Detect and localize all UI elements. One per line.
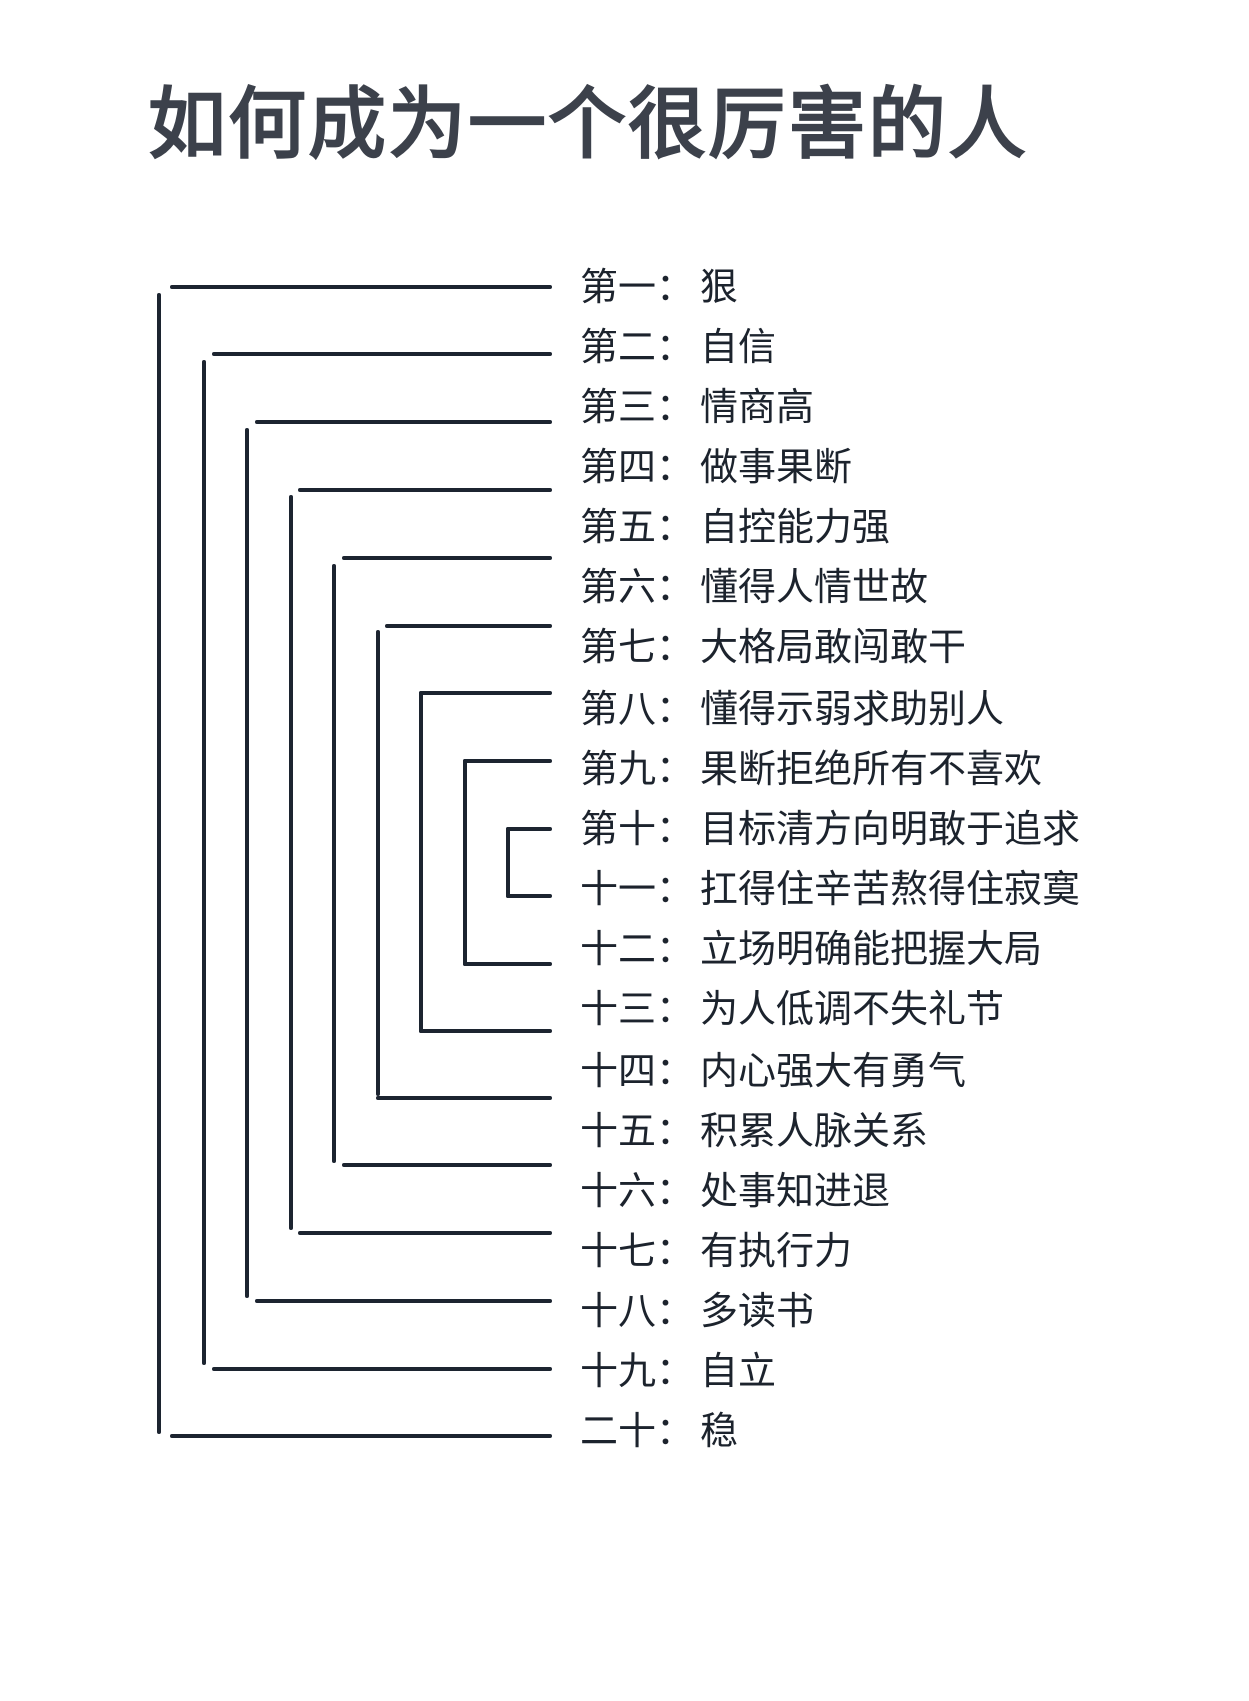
list-item: 十九：自立 bbox=[580, 1342, 777, 1393]
list-item: 第八：懂得示弱求助别人 bbox=[580, 680, 1005, 731]
item-text: 果断拒绝所有不喜欢 bbox=[700, 746, 1043, 791]
list-item: 十六：处事知进退 bbox=[580, 1162, 891, 1213]
item-number: 第九： bbox=[580, 746, 695, 791]
list-item: 二十：稳 bbox=[580, 1402, 739, 1453]
item-number: 第十： bbox=[580, 806, 695, 851]
item-text: 自立 bbox=[700, 1348, 777, 1393]
item-text: 懂得人情世故 bbox=[700, 564, 929, 609]
item-text: 内心强大有勇气 bbox=[700, 1048, 967, 1093]
item-number: 二十： bbox=[580, 1408, 695, 1453]
list-item: 十八：多读书 bbox=[580, 1282, 815, 1333]
item-text: 为人低调不失礼节 bbox=[700, 986, 1005, 1031]
item-text: 处事知进退 bbox=[700, 1168, 891, 1213]
bracket-level-6 bbox=[376, 624, 552, 1100]
item-number: 第二： bbox=[580, 324, 695, 369]
list-item: 十二：立场明确能把握大局 bbox=[580, 920, 1043, 971]
list-item: 十一：扛得住辛苦熬得住寂寞 bbox=[580, 860, 1081, 911]
item-number: 十二： bbox=[580, 926, 695, 971]
bracket-level-1 bbox=[157, 285, 552, 1438]
item-number: 十一： bbox=[580, 866, 695, 911]
item-text: 目标清方向明敢于追求 bbox=[700, 806, 1081, 851]
item-number: 十五： bbox=[580, 1108, 695, 1153]
item-text: 自控能力强 bbox=[700, 504, 891, 549]
list-item: 十三：为人低调不失礼节 bbox=[580, 980, 1005, 1031]
list-item: 十五：积累人脉关系 bbox=[580, 1102, 929, 1153]
item-number: 十八： bbox=[580, 1288, 695, 1333]
item-text: 扛得住辛苦熬得住寂寞 bbox=[700, 866, 1081, 911]
item-number: 十四： bbox=[580, 1048, 695, 1093]
item-text: 稳 bbox=[700, 1408, 739, 1453]
item-number: 十六： bbox=[580, 1168, 695, 1213]
list-item: 第十：目标清方向明敢于追求 bbox=[580, 800, 1081, 851]
list-item: 第四：做事果断 bbox=[580, 438, 853, 489]
item-number: 第三： bbox=[580, 384, 695, 429]
list-item: 第六：懂得人情世故 bbox=[580, 558, 929, 609]
item-number: 十三： bbox=[580, 986, 695, 1031]
item-text: 懂得示弱求助别人 bbox=[700, 686, 1005, 731]
item-text: 自信 bbox=[700, 324, 777, 369]
list-item: 第一：狠 bbox=[580, 258, 739, 309]
item-number: 第六： bbox=[580, 564, 695, 609]
list-item: 第五：自控能力强 bbox=[580, 498, 891, 549]
bracket-level-2 bbox=[202, 352, 552, 1371]
item-number: 第八： bbox=[580, 686, 695, 731]
bracket-level-7 bbox=[419, 691, 552, 1033]
item-number: 第五： bbox=[580, 504, 695, 549]
list-item: 十四：内心强大有勇气 bbox=[580, 1042, 967, 1093]
list-item: 第九：果断拒绝所有不喜欢 bbox=[580, 740, 1043, 791]
item-number: 第四： bbox=[580, 444, 695, 489]
list-item: 第七：大格局敢闯敢干 bbox=[580, 618, 967, 669]
bracket-level-4 bbox=[289, 488, 552, 1235]
item-text: 多读书 bbox=[700, 1288, 815, 1333]
item-text: 积累人脉关系 bbox=[700, 1108, 929, 1153]
list-item: 第三：情商高 bbox=[580, 378, 815, 429]
item-text: 情商高 bbox=[700, 384, 815, 429]
item-number: 十七： bbox=[580, 1228, 695, 1273]
bracket-level-8 bbox=[463, 759, 552, 966]
item-text: 有执行力 bbox=[700, 1228, 853, 1273]
bracket-level-5 bbox=[332, 556, 552, 1167]
item-text: 做事果断 bbox=[700, 444, 853, 489]
page-title: 如何成为一个很厉害的人 bbox=[148, 79, 1029, 170]
list-item: 第二：自信 bbox=[580, 318, 777, 369]
item-text: 大格局敢闯敢干 bbox=[700, 624, 967, 669]
bracket-level-9 bbox=[506, 827, 552, 898]
item-number: 第一： bbox=[580, 264, 695, 309]
item-text: 立场明确能把握大局 bbox=[700, 926, 1043, 971]
item-text: 狠 bbox=[700, 264, 739, 309]
bracket-level-3 bbox=[245, 420, 552, 1303]
item-number: 十九： bbox=[580, 1348, 695, 1393]
list-item: 十七：有执行力 bbox=[580, 1222, 853, 1273]
item-number: 第七： bbox=[580, 624, 695, 669]
